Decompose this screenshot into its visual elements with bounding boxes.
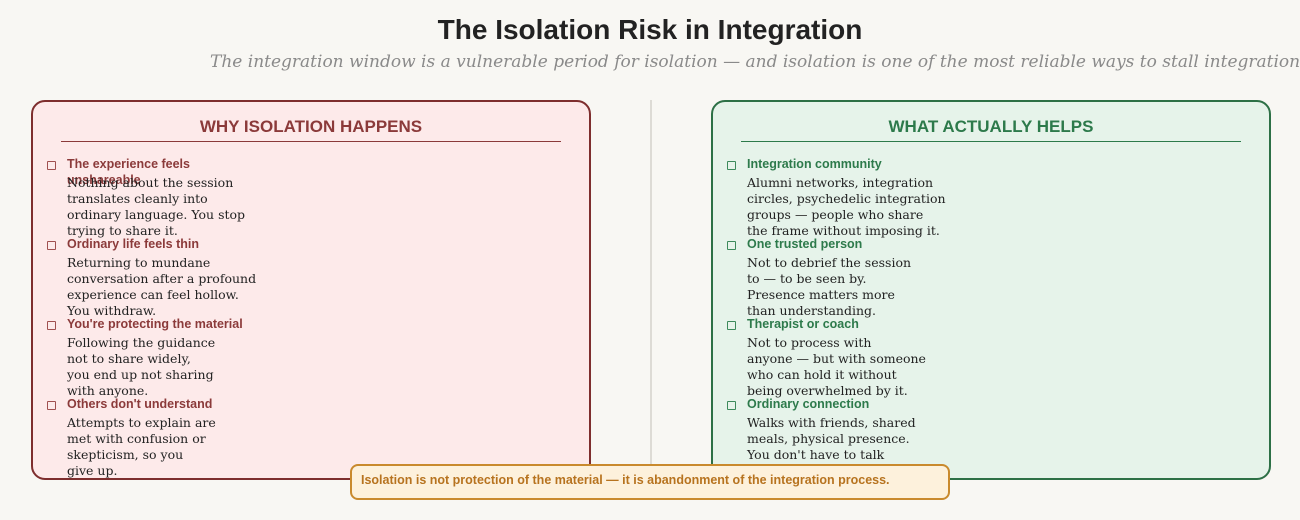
cause-item: Ordinary life feels thin Returning to mu… <box>47 237 567 319</box>
column-divider <box>650 100 652 480</box>
help-item: Integration community Alumni networks, i… <box>727 157 1247 239</box>
callout-box: Isolation is not protection of the mater… <box>350 464 950 500</box>
square-bullet-icon <box>47 321 56 330</box>
help-body: Alumni networks, integration circles, ps… <box>747 175 946 238</box>
help-body: Walks with friends, shared meals, physic… <box>747 415 932 478</box>
cause-item: The experience feels unshareable Nothing… <box>47 157 567 239</box>
diagram-title: The Isolation Risk in Integration <box>437 14 863 45</box>
panel-heading: WHAT ACTUALLY HELPS <box>741 117 1241 142</box>
cause-heading: Ordinary life feels thin <box>67 237 199 251</box>
square-bullet-icon <box>47 161 56 170</box>
help-heading: Therapist or coach <box>747 317 859 331</box>
help-heading: Ordinary connection <box>747 397 870 411</box>
help-item: One trusted person Not to debrief the se… <box>727 237 1247 319</box>
square-bullet-icon <box>47 401 56 410</box>
help-body: Not to debrief the session to — to be se… <box>747 255 912 318</box>
square-bullet-icon <box>727 161 736 170</box>
cause-body: Following the guidance not to share wide… <box>67 335 216 398</box>
cause-body: Attempts to explain are met with confusi… <box>67 415 216 478</box>
cause-item: Others don't understand Attempts to expl… <box>47 397 567 478</box>
panel-heading: WHY ISOLATION HAPPENS <box>61 117 561 142</box>
cause-body: Nothing about the session translates cle… <box>67 175 246 238</box>
help-body: Not to process with anyone — but with so… <box>747 335 926 398</box>
cause-body: Returning to mundane conversation after … <box>67 255 257 318</box>
diagram-subtitle: The integration window is a vulnerable p… <box>210 52 1300 72</box>
square-bullet-icon <box>727 401 736 410</box>
help-heading: Integration community <box>747 157 882 171</box>
why-isolation-panel: WHY ISOLATION HAPPENS The experience fee… <box>31 100 591 480</box>
what-helps-panel: WHAT ACTUALLY HELPS Integration communit… <box>711 100 1271 480</box>
square-bullet-icon <box>727 241 736 250</box>
cause-item: You're protecting the material Following… <box>47 317 567 399</box>
help-item: Therapist or coach Not to process with a… <box>727 317 1247 399</box>
square-bullet-icon <box>47 241 56 250</box>
cause-heading: Others don't understand <box>67 397 213 411</box>
square-bullet-icon <box>727 321 736 330</box>
help-heading: One trusted person <box>747 237 863 251</box>
cause-heading: You're protecting the material <box>67 317 243 331</box>
callout-text: Isolation is not protection of the mater… <box>361 473 890 487</box>
cause-heading: The experience feels unshareable <box>67 157 190 187</box>
help-item: Ordinary connection Walks with friends, … <box>727 397 1247 478</box>
